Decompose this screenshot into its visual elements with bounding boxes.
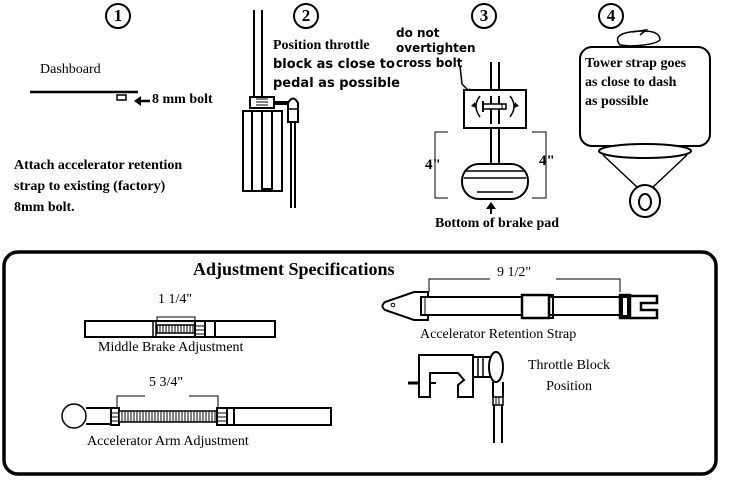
specifications-panel [2,250,718,476]
instruction-line: as possible [585,94,649,109]
brake-pad-bottom-label: Bottom of brake pad [435,216,560,231]
step3-drawing [434,62,547,214]
middle-brake-drawing [84,316,276,338]
throttle-knob [488,351,504,383]
step1-drawing [30,90,150,106]
instruction-line: pedal as possible [273,76,400,91]
brake-pad [461,163,529,200]
instruction-line: 8mm bolt. [14,200,75,215]
step-1-badge: 1 [105,3,131,29]
accelerator-arm-dimension: 5 3/4" [149,375,184,390]
step-1-instructions: Attach accelerator retention strap to ex… [14,155,182,218]
warning-line: overtighten [396,41,476,55]
dashboard-label: Dashboard [40,62,101,77]
accelerator-arm-drawing [61,395,332,429]
warning-line: do not [396,26,440,40]
instruction-line: block as close to [273,57,395,72]
step-2-badge: 2 [293,3,319,29]
label-line: Position [546,379,592,394]
retention-strap-dimension: 9 1/2" [497,265,532,280]
instruction-line: strap to existing (factory) [14,179,166,194]
arrow-up-icon [486,202,496,214]
step-4-badge: 4 [598,3,624,29]
strap-hook-end [381,291,429,321]
specifications-title: Adjustment Specifications [193,259,395,279]
middle-brake-label: Middle Brake Adjustment [98,340,244,355]
pedal-arm-knob [287,97,299,123]
step-2-instructions: Position throttle block as close to peda… [273,36,400,93]
c-clamp [418,354,474,398]
overtighten-warning: do not overtighten cross bolt [396,26,476,71]
bolt-label: 8 mm bolt [152,92,213,107]
step-3-badge: 3 [471,3,497,29]
bolt-shape [116,94,127,101]
dimension-left: 4" [425,157,441,173]
warning-line: cross bolt [396,56,463,70]
strap-loop [616,30,661,47]
step-4-instructions: Tower strap goes as close to dash as pos… [585,54,686,111]
throttle-block-label: Throttle Block Position [528,355,610,397]
step2-drawing [242,10,299,208]
instruction-line: as close to dash [585,75,677,90]
throttle-block-drawing [408,351,504,443]
instruction-line: Tower strap goes [585,56,687,71]
accelerator-arm-label: Accelerator Arm Adjustment [87,434,249,449]
instruction-line: Attach accelerator retention [14,158,183,173]
dimension-right: 4" [539,153,555,169]
cross-bolt [482,103,507,110]
retention-strap-drawing [381,278,659,321]
step4-drawing [579,28,711,218]
retention-strap-label: Accelerator Retention Strap [420,327,577,342]
middle-brake-dimension: 1 1/4" [158,292,193,307]
arrow-left-icon [134,96,150,106]
label-line: Throttle Block [528,358,611,373]
strap-clip-end [630,294,659,320]
instruction-line: Position throttle [273,38,370,53]
